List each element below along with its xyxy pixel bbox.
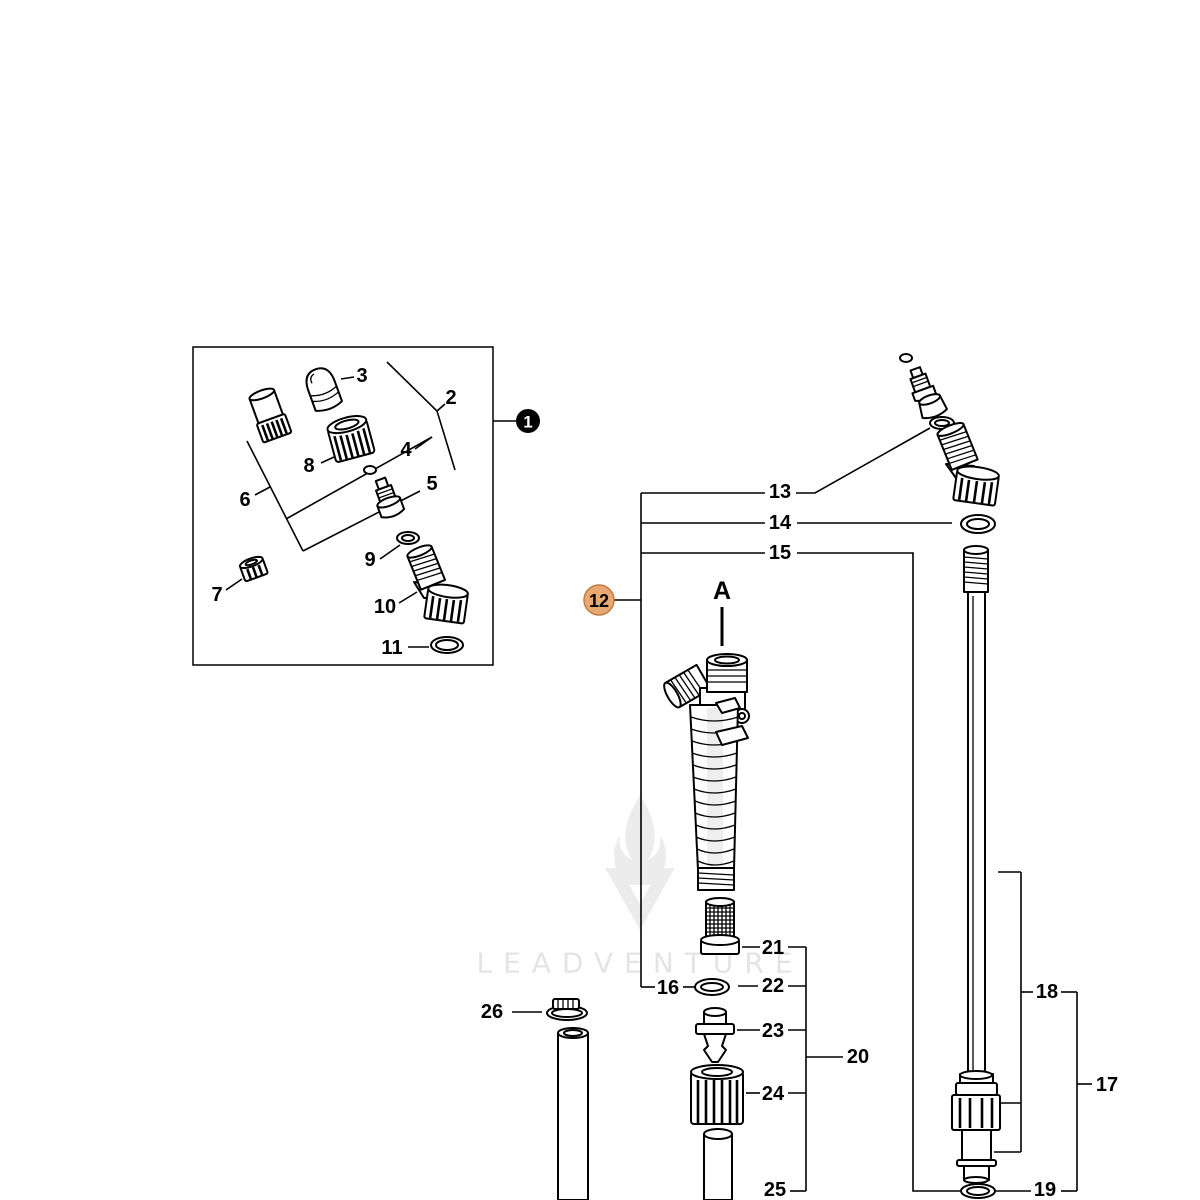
leader-line-7: [225, 578, 243, 591]
part-8-nut: [326, 415, 376, 463]
highlight-circle[interactable]: [583, 584, 615, 616]
watermark: LEADVENTURE: [476, 795, 803, 980]
leader-line-9: [379, 544, 401, 560]
callout-24: 24: [762, 1083, 785, 1105]
leader-line-13: [796, 427, 931, 494]
callout-13: 13: [769, 481, 791, 503]
inset-box: [192, 346, 494, 666]
part-7-small-nut: [238, 555, 269, 583]
callout-16: 16: [657, 977, 679, 999]
leader-line-15: [797, 552, 960, 1192]
inset-leader-lines: [225, 361, 516, 648]
assembly-callout-label: 1: [523, 413, 532, 432]
part-11-o-ring: [430, 636, 464, 654]
part-5-valve: [374, 476, 406, 519]
part-13-nozzle-assembly: [899, 353, 1000, 507]
callout-6: 6: [239, 489, 250, 511]
leader-line-8: [320, 456, 335, 464]
bracket-line-4: [285, 436, 433, 520]
watermark-text: LEADVENTURE: [476, 947, 803, 980]
callout-20: 20: [847, 1046, 869, 1068]
part-4-o-ring: [363, 465, 377, 475]
callout-7: 7: [211, 584, 222, 606]
callout-10: 10: [374, 596, 396, 618]
callout-23: 23: [762, 1020, 784, 1042]
watermark-v-icon: [605, 868, 675, 930]
callout-4: 4: [400, 439, 412, 461]
part-6-cap: [248, 387, 293, 444]
leader-line-2: [436, 403, 446, 412]
part-a-valve-hose-assembly: [663, 653, 750, 891]
callout-5: 5: [426, 473, 437, 495]
callout-11: 11: [381, 637, 402, 659]
part-18-wand-tube: [951, 545, 1001, 1184]
callout-26: 26: [481, 1001, 503, 1023]
callout-3: 3: [356, 365, 367, 387]
part-9-o-ring: [396, 531, 420, 545]
suction-hose: [557, 1027, 589, 1200]
callout-19: 19: [1034, 1179, 1056, 1200]
callout-22: 22: [762, 975, 784, 997]
bracket-line-2: [386, 361, 456, 471]
part-3-nozzle-tip: [305, 367, 343, 412]
callout-14: 14: [769, 512, 792, 534]
callout-21: 21: [762, 937, 784, 959]
part-19-o-ring: [960, 1183, 996, 1199]
view-label-a: A: [713, 577, 731, 605]
leader-line-6: [254, 486, 271, 496]
callout-18: 18: [1036, 981, 1058, 1003]
part-14-o-ring: [960, 514, 996, 534]
callout-9: 9: [364, 549, 375, 571]
callout-17: 17: [1096, 1074, 1118, 1096]
part-24-nut: [690, 1064, 744, 1125]
highlight-callout-label: 12: [589, 591, 609, 611]
part-25-tube: [703, 1128, 733, 1200]
assembly-callout-circle: [516, 409, 540, 433]
part-22-o-ring: [694, 978, 730, 996]
main-leader-lines: [512, 427, 1092, 1192]
part-23-barbed-fitting: [695, 1007, 735, 1063]
callout-25: 25: [764, 1179, 786, 1200]
assembly-callout-1: 1: [516, 409, 540, 433]
callout-15: 15: [769, 542, 791, 564]
part-10-elbow: [406, 544, 469, 625]
part-21-strainer: [700, 897, 740, 955]
highlighted-callout-12[interactable]: 12: [583, 584, 615, 616]
callout-8: 8: [303, 455, 314, 477]
watermark-flame-icon: [614, 795, 666, 885]
part-26-hose-clamp: [546, 998, 588, 1021]
bracket-line-6: [246, 440, 304, 552]
callout-2: 2: [445, 387, 456, 409]
leader-line-10: [398, 591, 418, 604]
leader-line-3: [340, 376, 355, 380]
